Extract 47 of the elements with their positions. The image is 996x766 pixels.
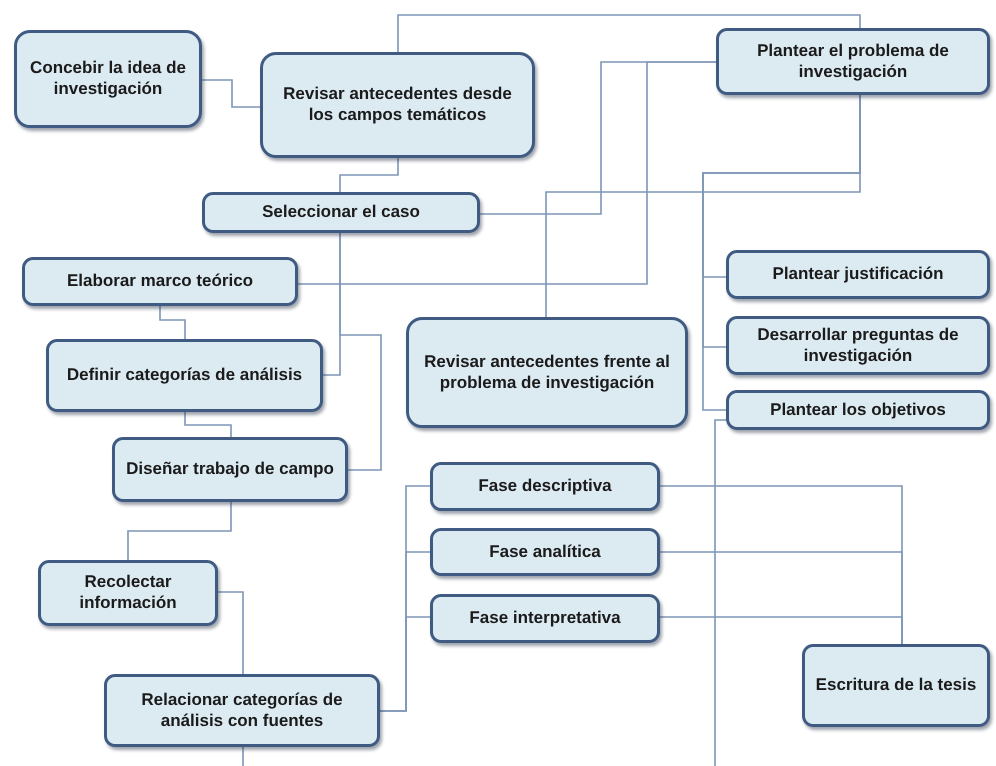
process-box bbox=[22, 257, 298, 306]
connector-line bbox=[397, 14, 861, 52]
box-text: Plantear el problema de investigación bbox=[756, 40, 950, 82]
process-box bbox=[430, 594, 660, 643]
connector-line bbox=[218, 591, 244, 674]
connector-line bbox=[242, 747, 244, 766]
box-text: Definir categorías de análisis bbox=[66, 365, 302, 386]
process-box bbox=[202, 192, 480, 233]
connector-line bbox=[660, 616, 903, 644]
box-text: Diseñar trabajo de campo bbox=[126, 459, 334, 480]
box-text: Plantear los objetivos bbox=[770, 400, 946, 420]
box-text: Escritura de la tesis bbox=[816, 675, 976, 696]
connector-line bbox=[202, 79, 260, 108]
box-text: Relacionar categorías de análisis con fuentes bbox=[140, 690, 344, 732]
connector-line bbox=[339, 233, 382, 471]
process-box bbox=[716, 28, 990, 95]
box-text: Revisar antecedentes frente al problema de investigación bbox=[423, 352, 671, 394]
connector-line bbox=[339, 158, 399, 192]
connector-line bbox=[159, 306, 186, 339]
process-box bbox=[14, 30, 202, 128]
box-text: Desarrollar preguntas de investigación bbox=[756, 324, 960, 366]
process-box bbox=[726, 250, 990, 299]
process-box bbox=[260, 52, 535, 158]
box-text: Recolectar información bbox=[78, 572, 178, 614]
box-text: Fase descriptiva bbox=[478, 476, 612, 497]
box-text: Fase interpretativa bbox=[469, 608, 621, 629]
process-box bbox=[802, 644, 990, 727]
box-text: Concebir la idea de investigación bbox=[29, 58, 187, 100]
box-text: Elaborar marco teórico bbox=[66, 271, 254, 292]
process-box bbox=[726, 316, 990, 375]
process-box bbox=[430, 462, 660, 511]
process-box bbox=[38, 560, 218, 626]
process-box bbox=[46, 339, 323, 412]
box-text: Plantear justificación bbox=[772, 264, 944, 285]
box-text: Fase analítica bbox=[489, 542, 601, 562]
process-box bbox=[430, 528, 660, 576]
connector-line bbox=[184, 412, 232, 437]
process-box bbox=[406, 317, 688, 428]
connector-line bbox=[380, 616, 430, 712]
box-text: Seleccionar el caso bbox=[262, 202, 420, 223]
process-box bbox=[112, 437, 348, 502]
connector-line bbox=[298, 61, 716, 285]
connector-line bbox=[714, 419, 726, 766]
connector-line bbox=[127, 502, 232, 560]
process-box bbox=[726, 390, 990, 430]
process-box bbox=[104, 674, 380, 747]
box-text: Revisar antecedentes desde los campos temáticos bbox=[282, 84, 513, 126]
